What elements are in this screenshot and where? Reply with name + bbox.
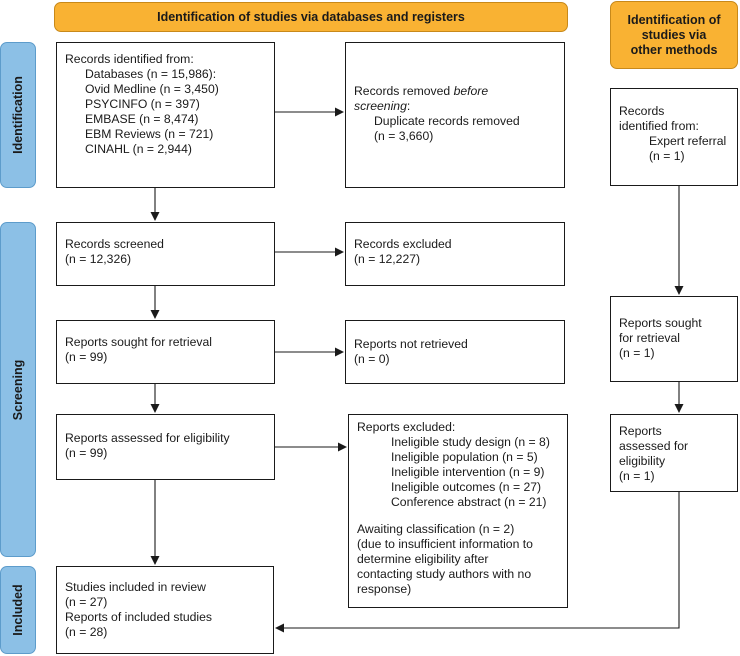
records-identified-box: Records identified from: Databases (n = …	[56, 42, 275, 188]
records-screened-count: (n = 12,326)	[65, 252, 132, 266]
records-screened-label: Records screened	[65, 237, 164, 251]
awaiting-classification: Awaiting classification (n = 2)	[357, 522, 515, 536]
header-other-methods: Identification of studies via other meth…	[610, 1, 738, 69]
phase-identification: Identification	[0, 42, 36, 188]
reports-not-retrieved-box: Reports not retrieved (n = 0)	[345, 320, 565, 384]
other-sought-count: (n = 1)	[619, 346, 655, 360]
phase-identification-label: Identification	[11, 76, 25, 154]
awaiting-note-line: contacting study authors with no	[357, 567, 532, 581]
db-cinahl: CINAHL (n = 2,944)	[85, 142, 192, 156]
exclusion-reason: Ineligible population (n = 5)	[391, 450, 538, 464]
other-identified-line1: Records	[619, 104, 665, 118]
other-assessed-line1: Reports	[619, 424, 662, 438]
records-removed-emphasis: before	[453, 84, 489, 98]
exclusion-reason: Conference abstract (n = 21)	[391, 495, 547, 509]
other-identified-count: (n = 1)	[649, 149, 685, 163]
exclusion-reason: Ineligible study design (n = 8)	[391, 435, 550, 449]
reports-sought-count: (n = 99)	[65, 350, 108, 364]
awaiting-note-line: determine eligibility after	[357, 552, 489, 566]
studies-included-box: Studies included in review (n = 27) Repo…	[56, 566, 274, 654]
other-sought-line2: for retrieval	[619, 331, 680, 345]
records-removed-box: Records removed before screening: Duplic…	[345, 42, 565, 188]
duplicate-records-removed: Duplicate records removed	[374, 114, 520, 128]
other-reports-assessed-box: Reports assessed for eligibility (n = 1)	[610, 414, 738, 492]
exclusion-reason: Ineligible outcomes (n = 27)	[391, 480, 542, 494]
awaiting-note-line: (due to insufficient information to	[357, 537, 533, 551]
phase-included-label: Included	[11, 584, 25, 636]
reports-sought-box: Reports sought for retrieval (n = 99)	[56, 320, 275, 384]
phase-included: Included	[0, 566, 36, 654]
records-excluded-label: Records excluded	[354, 237, 452, 251]
reports-not-retrieved-label: Reports not retrieved	[354, 337, 468, 351]
header-databases-label: Identification of studies via databases …	[157, 9, 465, 24]
header-other-line-3: other methods	[630, 42, 718, 57]
reports-assessed-label: Reports assessed for eligibility	[65, 431, 230, 445]
records-identified-title: Records identified from:	[65, 52, 194, 66]
records-excluded-box: Records excluded (n = 12,227)	[345, 222, 565, 286]
other-reports-sought-box: Reports sought for retrieval (n = 1)	[610, 296, 738, 382]
other-identified-line2: identified from:	[619, 119, 699, 133]
other-identified-expert: Expert referral	[649, 134, 727, 148]
db-ebm: EBM Reviews (n = 721)	[85, 127, 214, 141]
reports-assessed-count: (n = 99)	[65, 446, 108, 460]
phase-screening: Screening	[0, 222, 36, 557]
db-ovid: Ovid Medline (n = 3,450)	[85, 82, 219, 96]
reports-not-retrieved-count: (n = 0)	[354, 352, 390, 366]
records-screened-box: Records screened (n = 12,326)	[56, 222, 275, 286]
db-embase: EMBASE (n = 8,474)	[85, 112, 199, 126]
header-databases: Identification of studies via databases …	[54, 2, 568, 32]
other-records-identified-box: Records identified from: Expert referral…	[610, 88, 738, 186]
reports-included-count: (n = 28)	[65, 625, 108, 639]
other-assessed-line3: eligibility	[619, 454, 666, 468]
other-assessed-line2: assessed for	[619, 439, 689, 453]
reports-excluded-title: Reports excluded:	[357, 420, 456, 434]
records-excluded-count: (n = 12,227)	[354, 252, 421, 266]
studies-included-count: (n = 27)	[65, 595, 108, 609]
reports-sought-label: Reports sought for retrieval	[65, 335, 212, 349]
db-psycinfo: PSYCINFO (n = 397)	[85, 97, 200, 111]
studies-included-label: Studies included in review	[65, 580, 206, 594]
header-other-line-2: studies via	[641, 27, 707, 42]
awaiting-note-line: response)	[357, 582, 412, 596]
reports-included-label: Reports of included studies	[65, 610, 213, 624]
phase-screening-label: Screening	[11, 359, 25, 420]
exclusion-reason: Ineligible intervention (n = 9)	[391, 465, 545, 479]
reports-excluded-box: Reports excluded: Ineligible study desig…	[348, 414, 568, 608]
other-assessed-count: (n = 1)	[619, 469, 655, 483]
duplicate-records-count: (n = 3,660)	[374, 129, 434, 143]
other-sought-line1: Reports sought	[619, 316, 702, 330]
records-removed-title-line2: screening:	[354, 99, 411, 113]
reports-assessed-box: Reports assessed for eligibility (n = 99…	[56, 414, 275, 480]
header-other-line-1: Identification of	[627, 12, 721, 27]
databases-total: Databases (n = 15,986):	[85, 67, 217, 81]
records-removed-title: Records removed before	[354, 84, 489, 98]
